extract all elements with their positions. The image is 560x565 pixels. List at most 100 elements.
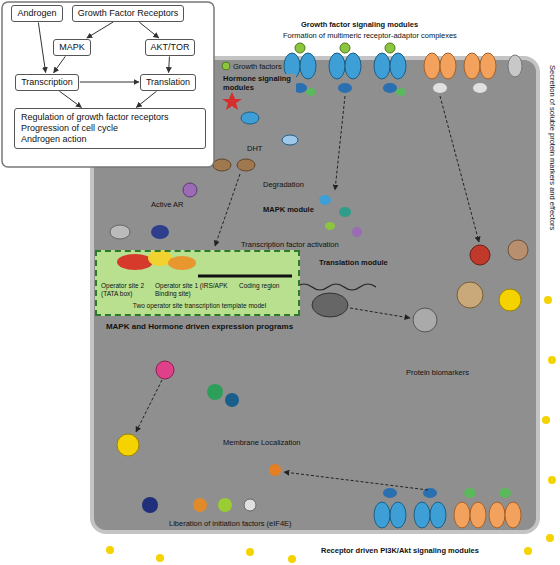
receptor-symbol-ellipse	[383, 83, 397, 93]
expression-template	[95, 250, 300, 316]
signal-arrow-path	[440, 96, 479, 242]
annotation-label: Transcription factor activation	[240, 240, 340, 249]
receptor-symbol-bottom-ellipse	[505, 502, 521, 528]
receptor-symbol-ellipse	[329, 53, 345, 79]
process-box: Growth Factor Receptors	[72, 5, 185, 22]
node-text: Androgen action	[21, 134, 199, 145]
molecule-symbol-path	[222, 92, 242, 110]
flow-arrow	[87, 22, 113, 38]
process-box: Androgen	[11, 5, 62, 22]
receptor-symbol-bottom-ellipse	[430, 502, 446, 528]
secreted-marker-circle	[542, 416, 550, 424]
receptor-symbol-ellipse	[396, 88, 406, 96]
molecule-symbol-ellipse	[319, 195, 331, 205]
node-text: MAPK	[59, 42, 85, 53]
molecule-symbol-circle	[269, 464, 281, 476]
secreted-marker-circle	[548, 476, 556, 484]
annotation-label: Degradation	[262, 180, 305, 189]
flow-arrow	[38, 22, 45, 72]
receptor-symbol-ellipse	[480, 53, 496, 79]
molecule-symbol-ellipse	[151, 225, 169, 239]
molecule-symbol-ellipse	[325, 222, 335, 230]
molecule-symbol-circle	[457, 282, 483, 308]
molecule-symbol-circle	[193, 498, 207, 512]
secreted-marker	[106, 296, 556, 563]
node-text: Androgen	[17, 8, 56, 19]
signal-arrow-path	[136, 380, 162, 432]
secreted-marker-circle	[524, 547, 532, 555]
overview-panel-rect	[2, 2, 214, 167]
annotation-label: Liberation of initiation factors (eIF4E)	[168, 519, 293, 528]
annotation-label: Growth factors	[232, 62, 283, 71]
growth-factor-ligand-circle	[385, 43, 395, 53]
receptor-symbol-ellipse	[464, 53, 480, 79]
annotation-label: Protein biomarkers	[405, 368, 470, 377]
annotation-label: DHT	[246, 144, 263, 153]
molecule-symbol-circle	[508, 240, 528, 260]
secreted-marker-circle	[544, 296, 552, 304]
process-box: Translation	[140, 74, 196, 91]
molecule-symbol-path	[296, 284, 376, 290]
receptor-symbol-bottom-ellipse	[464, 488, 476, 498]
flow-arrow	[80, 82, 139, 83]
receptor-symbol-ellipse	[433, 83, 447, 93]
flow-arrow	[168, 56, 170, 72]
node-text: AKT/TOR	[151, 42, 190, 53]
flow-arrow	[54, 56, 66, 72]
secreted-marker-circle	[156, 554, 164, 562]
receptor-symbol-ellipse	[390, 53, 406, 79]
expression-template-rect	[95, 250, 300, 316]
molecule-symbol-ellipse	[110, 225, 130, 239]
process-box: Transcription	[15, 74, 79, 91]
receptor-symbol-bottom-ellipse	[383, 488, 397, 498]
node-text: Regulation of growth factor receptors	[21, 112, 199, 123]
node-text: Operator site 1 (IRS/APK Binding site)	[155, 282, 233, 298]
secreted-marker-circle	[106, 546, 114, 554]
secreted-marker-circle	[546, 534, 554, 542]
module-heading: Receptor driven PI3K/Akt signaling modul…	[320, 546, 480, 555]
secreted-marker-circle	[246, 548, 254, 556]
receptor-symbol-ellipse	[338, 83, 352, 93]
receptor-symbol-ellipse	[306, 88, 316, 96]
growth-factor-ligand-circle	[340, 43, 350, 53]
node-text: Coding region	[239, 282, 297, 290]
molecule-symbol-circle	[413, 308, 437, 332]
molecule-symbol-circle	[218, 498, 232, 512]
receptor-symbol-bottom	[374, 488, 521, 528]
signal-arrow-path	[284, 472, 428, 490]
node-text: Progression of cell cycle	[21, 123, 199, 134]
molecule-symbol-circle	[142, 497, 158, 513]
molecule-symbol-ellipse	[241, 112, 259, 124]
receptor-symbol-bottom-ellipse	[374, 502, 390, 528]
molecule-symbol-circle	[225, 393, 239, 407]
molecule-symbol-ellipse	[213, 159, 231, 171]
flow-arrow	[59, 91, 81, 107]
flow-arrow	[136, 91, 156, 107]
receptor-symbol-ellipse	[508, 55, 522, 77]
expression-template-line	[198, 275, 292, 278]
outcome-box: Regulation of growth factor receptorsPro…	[14, 108, 206, 149]
expression-template-ellipse	[117, 254, 153, 270]
node-text: Operator site 2 (TATA box)	[101, 282, 153, 298]
node-text: Two operator site transcription template…	[105, 302, 294, 310]
annotation-label: Active AR	[150, 200, 185, 209]
receptor-symbol-bottom-ellipse	[499, 488, 511, 498]
receptor-symbol-ellipse	[473, 83, 487, 93]
molecule-symbol-ellipse	[339, 207, 351, 217]
receptor-symbol	[284, 53, 522, 96]
growth-factor-ligand-circle	[222, 62, 230, 70]
receptor-symbol-bottom-ellipse	[414, 502, 430, 528]
node-text: Growth Factor Receptors	[78, 8, 179, 19]
molecule-symbol-circle	[244, 499, 256, 511]
overview-panel	[2, 2, 214, 167]
process-box: MAPK	[53, 39, 91, 56]
template-box: Operator site 2 (TATA box)Operator site …	[95, 250, 300, 316]
annotation-label: Formation of multimeric receptor-adaptor…	[282, 31, 458, 40]
molecule-symbol-circle	[183, 183, 197, 197]
receptor-symbol-bottom-ellipse	[454, 502, 470, 528]
annotation-label: Secretion of soluble protein markers and…	[548, 64, 557, 231]
growth-factor-ligand-circle	[295, 43, 305, 53]
node-text: Translation	[146, 77, 190, 88]
module-heading: MAPK module	[262, 205, 315, 214]
